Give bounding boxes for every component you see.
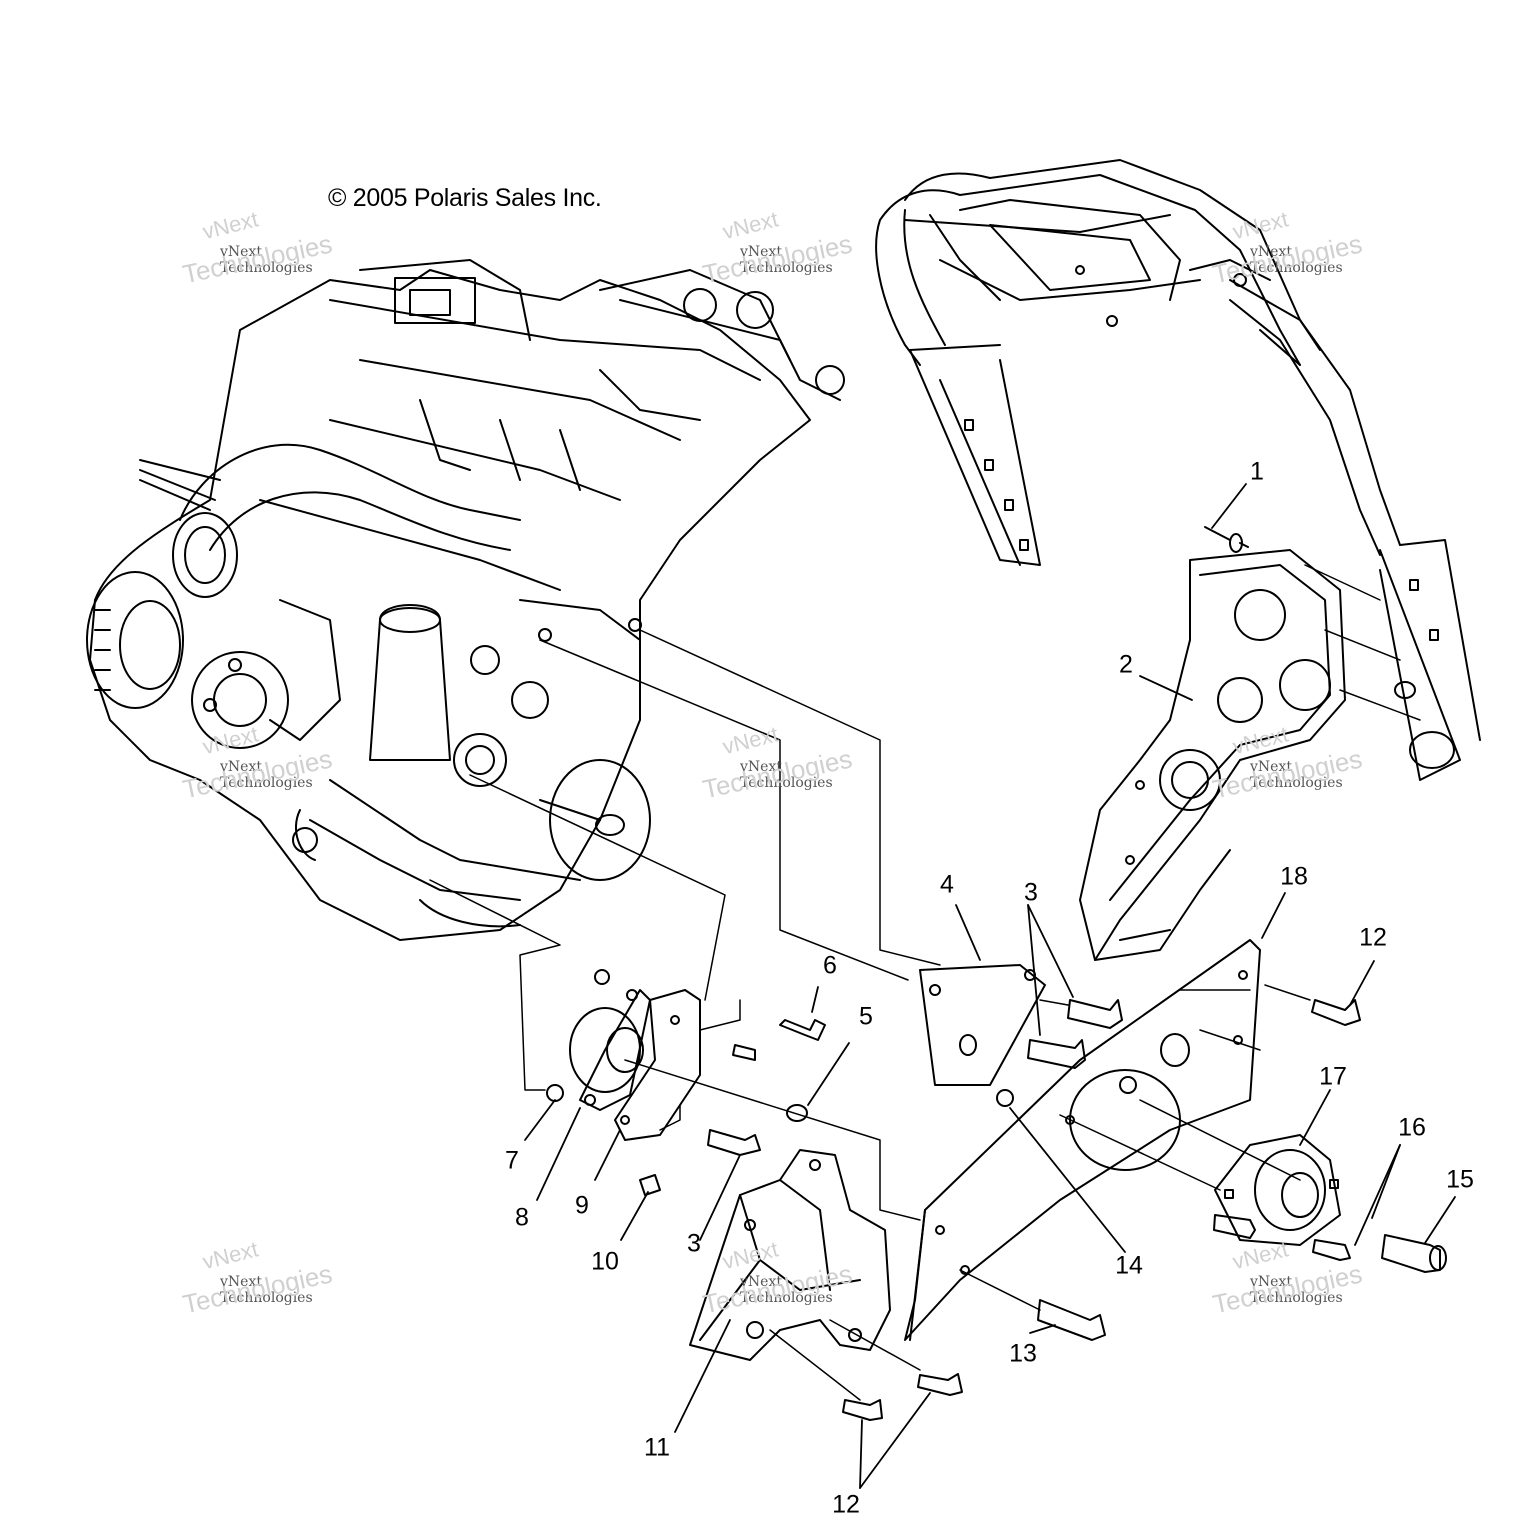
callout-9: 9 <box>575 1191 589 1220</box>
copyright-notice: © 2005 Polaris Sales Inc. <box>328 184 602 212</box>
part-11-bracket <box>689 1149 891 1361</box>
callout-12: 12 <box>832 1490 860 1519</box>
exploded-view-lines <box>429 564 1421 1401</box>
callout-15: 15 <box>1446 1165 1474 1194</box>
callout-18: 18 <box>1280 862 1308 891</box>
callout-11: 11 <box>644 1433 670 1462</box>
callout-4: 4 <box>940 870 954 899</box>
callout-2: 2 <box>1119 650 1133 679</box>
callout-12: 12 <box>1359 923 1387 952</box>
callout-7: 7 <box>505 1146 519 1175</box>
part-1-rivet <box>1204 526 1249 553</box>
callout-1: 1 <box>1250 457 1264 486</box>
engine-assembly <box>86 259 845 941</box>
callout-16: 16 <box>1398 1113 1426 1142</box>
part-18-bracket <box>904 939 1261 1341</box>
callout-6: 6 <box>823 951 837 980</box>
part-8-engine-mount <box>569 989 651 1111</box>
frame-rollbar <box>875 159 1481 781</box>
callout-leaders <box>524 483 1456 1489</box>
callout-10: 10 <box>591 1247 619 1276</box>
callout-8: 8 <box>515 1203 529 1232</box>
callout-5: 5 <box>859 1002 873 1031</box>
bolts-and-nuts <box>546 969 1447 1421</box>
callout-14: 14 <box>1115 1251 1143 1280</box>
callout-17: 17 <box>1319 1062 1347 1091</box>
callout-3: 3 <box>1024 878 1038 907</box>
part-2-mount-plate <box>1079 549 1346 961</box>
part-17-engine-mount <box>1214 1134 1341 1246</box>
callout-3: 3 <box>687 1229 701 1258</box>
callout-13: 13 <box>1009 1339 1037 1368</box>
part-4-bracket <box>919 964 1046 1086</box>
part-9-plate <box>614 989 701 1141</box>
